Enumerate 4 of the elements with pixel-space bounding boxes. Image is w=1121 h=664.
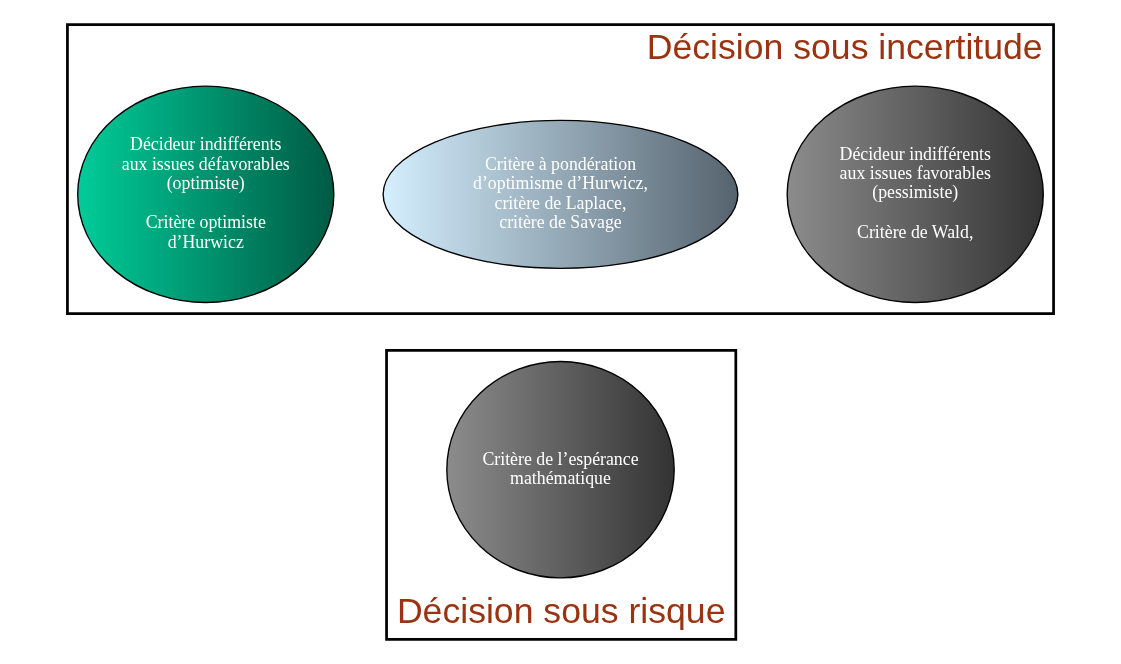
node-ellipse: Décideur indifférents aux issues favorables (pessimiste) Critère de Wald, xyxy=(786,85,1044,304)
node-ellipse: Critère à pondération d’optimisme d’Hurwicz, critère de Laplace, critère de Savage xyxy=(382,119,739,269)
node-ellipse: Décideur indifférents aux issues défavorables (optimiste) Critère optimiste d’Hurwicz xyxy=(77,85,335,304)
node-circle: Critère de l’espérance mathématique xyxy=(446,360,675,579)
